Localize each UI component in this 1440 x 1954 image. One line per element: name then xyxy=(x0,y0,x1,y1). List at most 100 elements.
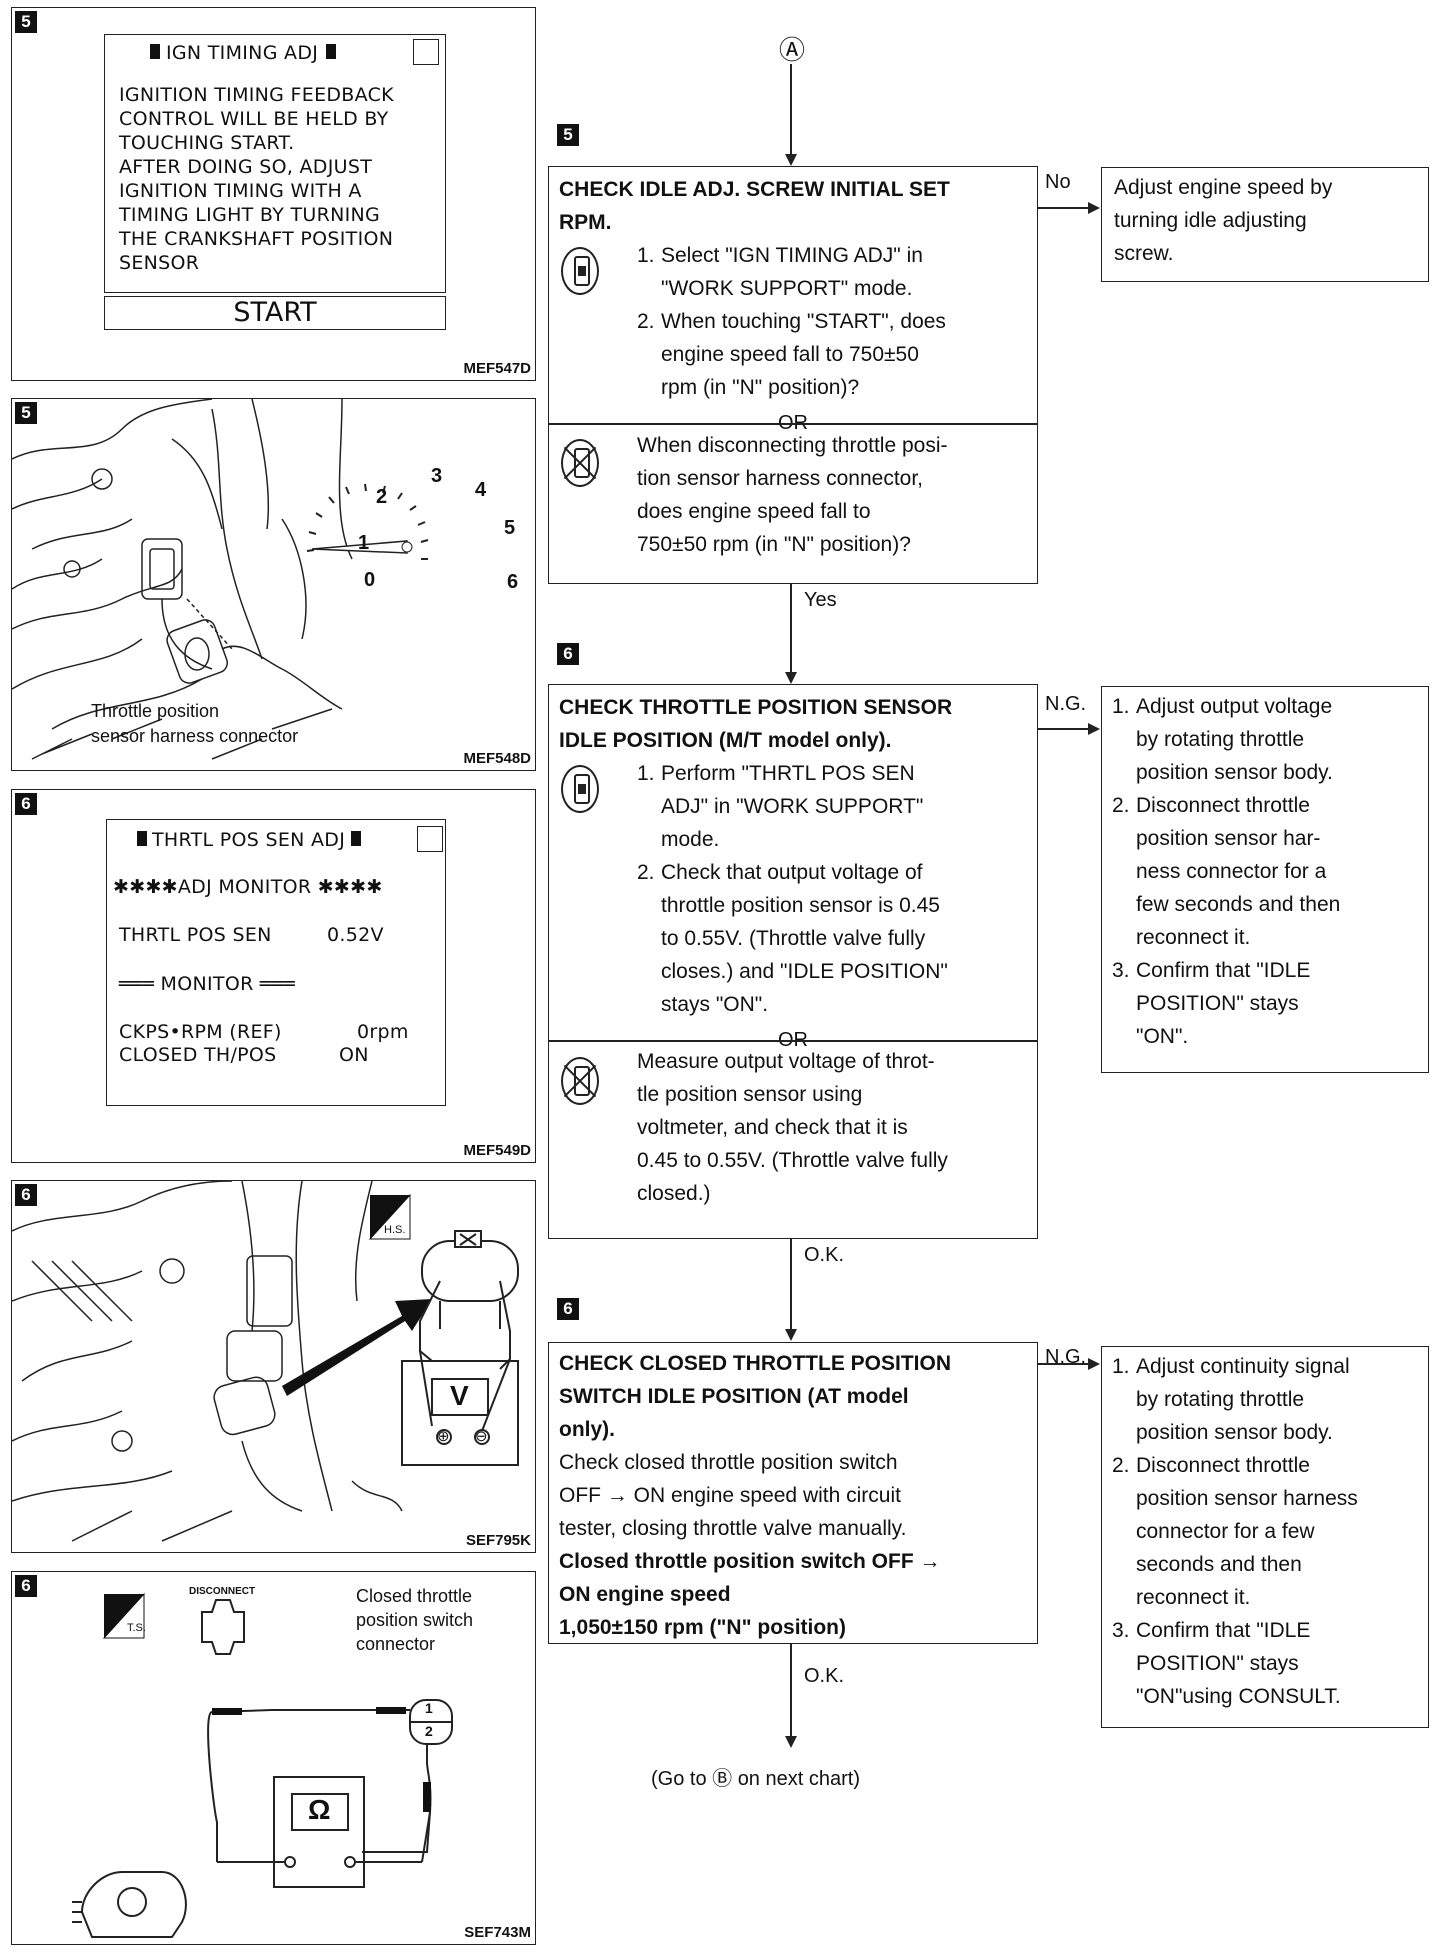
checkbox-icon xyxy=(417,826,443,852)
flow-arrow xyxy=(1038,207,1090,209)
remedy-text: Adjust output voltage xyxy=(1136,695,1333,718)
step5-check-box: CHECK IDLE ADJ. SCREW INITIAL SET RPM. 1… xyxy=(548,166,1038,584)
ohmmeter-symbol: Ω xyxy=(308,1794,331,1825)
screen-title: IGN TIMING ADJ xyxy=(150,41,337,65)
remedy-text: Confirm that "IDLE xyxy=(1136,1619,1311,1642)
step-text: closes.) and "IDLE POSITION" xyxy=(661,960,948,983)
callout-caption: sensor harness connector xyxy=(91,726,299,746)
step-text: tester, closing throttle valve manually. xyxy=(559,1517,907,1540)
step-text: Check closed throttle position switch xyxy=(559,1451,898,1474)
item-number: 2. xyxy=(1112,794,1130,817)
step-title: only). xyxy=(559,1418,615,1441)
step-text: mode. xyxy=(661,828,720,851)
step-text: ADJ" in "WORK SUPPORT" xyxy=(661,795,924,818)
flow-arrow xyxy=(790,584,792,674)
remedy-text: position sensor har- xyxy=(1136,827,1321,850)
item-number: 1. xyxy=(637,244,655,267)
panel-ign-timing-screen: 5 IGN TIMING ADJ IGNITION TIMING FEEDBAC… xyxy=(11,7,536,381)
remedy-text: POSITION" stays xyxy=(1136,1652,1299,1675)
gauge-number: 4 xyxy=(475,479,487,501)
remedy-text: by rotating throttle xyxy=(1136,1388,1305,1411)
arrowhead xyxy=(1088,723,1100,735)
screen-line: AFTER DOING SO, ADJUST xyxy=(119,156,373,178)
item-number: 2. xyxy=(637,310,655,333)
remedy-text: reconnect it. xyxy=(1136,926,1251,949)
connector-label: connector xyxy=(356,1634,436,1654)
remedy-box: Adjust engine speed by turning idle adju… xyxy=(1101,167,1429,282)
screen-line: THE CRANKSHAFT POSITION xyxy=(119,228,394,250)
ts-badge-label: T.S. xyxy=(127,1622,146,1634)
remedy-text: connector for a few xyxy=(1136,1520,1315,1543)
remedy-text: ness connector for a xyxy=(1136,860,1327,883)
step-title: SWITCH IDLE POSITION (AT model xyxy=(559,1385,909,1408)
step-badge: 5 xyxy=(15,11,37,33)
step-title: IDLE POSITION (M/T model only). xyxy=(559,729,892,752)
start-marker: Ⓐ xyxy=(779,35,806,65)
branch-label-ok: O.K. xyxy=(804,1244,845,1266)
panel-throttle-connector-photo: 5 0 1 2 3 4 5 6 Throttle position sensor… xyxy=(11,398,536,771)
figure-code: MEF547D xyxy=(463,360,531,377)
remedy-text: position sensor harness xyxy=(1136,1487,1358,1510)
flow-arrow xyxy=(1038,1363,1090,1365)
screen-line: TIMING LIGHT BY TURNING xyxy=(119,204,381,226)
branch-label-no: No xyxy=(1045,171,1071,193)
figure-code: MEF549D xyxy=(463,1142,531,1159)
consult-screen: THRTL POS SEN ADJ ✱✱✱✱ADJ MONITOR ✱✱✱✱ T… xyxy=(106,819,446,1106)
sen-label: THRTL POS SEN xyxy=(119,924,272,946)
item-number: 3. xyxy=(1112,959,1130,982)
closed-value: ON xyxy=(339,1044,369,1066)
gauge-number: 6 xyxy=(507,571,519,593)
gauge-number: 3 xyxy=(431,465,443,487)
remedy-text: Adjust engine speed by xyxy=(1114,176,1333,199)
checkbox-icon xyxy=(413,39,439,65)
consult-screen: IGN TIMING ADJ IGNITION TIMING FEEDBACK … xyxy=(104,34,446,293)
item-number: 3. xyxy=(1112,1619,1130,1642)
flow-arrow xyxy=(790,1644,792,1738)
step-text: stays "ON". xyxy=(661,993,769,1016)
step-text: Check that output voltage of xyxy=(661,861,923,884)
consult-icon xyxy=(561,247,599,295)
step-title: CHECK IDLE ADJ. SCREW INITIAL SET xyxy=(559,178,950,201)
branch-label-ng: N.G. xyxy=(1045,693,1087,715)
adj-monitor-header: ✱✱✱✱ADJ MONITOR ✱✱✱✱ xyxy=(113,876,383,898)
closed-label: CLOSED TH/POS xyxy=(119,1044,277,1066)
step-text: engine speed fall to 750±50 xyxy=(661,343,919,366)
remedy-text: screw. xyxy=(1114,242,1174,265)
screen-title: THRTL POS SEN ADJ xyxy=(137,828,362,852)
step-badge: 6 xyxy=(15,793,37,815)
item-number: 1. xyxy=(1112,1355,1130,1378)
step-text: OFF → ON engine speed with circuit xyxy=(559,1484,901,1507)
plus-terminal: ⊕ xyxy=(437,1428,450,1445)
step-text: closed.) xyxy=(637,1182,711,1205)
screen-line: IGNITION TIMING WITH A xyxy=(119,180,362,202)
step-title: RPM. xyxy=(559,211,612,234)
item-number: 1. xyxy=(1112,695,1130,718)
start-button[interactable]: START xyxy=(104,296,446,330)
item-number: 2. xyxy=(637,861,655,884)
consult-icon xyxy=(561,765,599,813)
arrowhead xyxy=(785,1329,797,1341)
item-number: 1. xyxy=(637,762,655,785)
remedy-text: "ON"using CONSULT. xyxy=(1136,1685,1341,1708)
ohmmeter-circuit xyxy=(72,1592,453,1938)
step-text: Select "IGN TIMING ADJ" in xyxy=(661,244,923,267)
arrowhead xyxy=(785,154,797,166)
sen-value: 0.52V xyxy=(327,924,384,946)
step-title: CHECK THROTTLE POSITION SENSOR xyxy=(559,696,953,719)
branch-label-ng: N.G. xyxy=(1045,1346,1087,1368)
goto-next-chart: (Go to Ⓑ on next chart) xyxy=(651,1768,860,1790)
step-text: to 0.55V. (Throttle valve fully xyxy=(661,927,926,950)
remedy-text: turning idle adjusting xyxy=(1114,209,1307,232)
step-text: does engine speed fall to xyxy=(637,500,871,523)
step-text: When touching "START", does xyxy=(661,310,946,333)
no-consult-icon xyxy=(561,439,599,487)
step-text: voltmeter, and check that it is xyxy=(637,1116,908,1139)
figure-code: SEF743M xyxy=(464,1924,531,1941)
panel-voltmeter-photo: 6 H.S. V ⊕ ⊖ SEF795K xyxy=(11,1180,536,1553)
engine-voltmeter-illustration xyxy=(12,1181,519,1542)
step-title: CHECK CLOSED THROTTLE POSITION xyxy=(559,1352,952,1375)
ckps-value: 0rpm xyxy=(357,1021,409,1043)
gauge-number: 2 xyxy=(376,486,388,508)
step-badge: 5 xyxy=(557,124,579,146)
